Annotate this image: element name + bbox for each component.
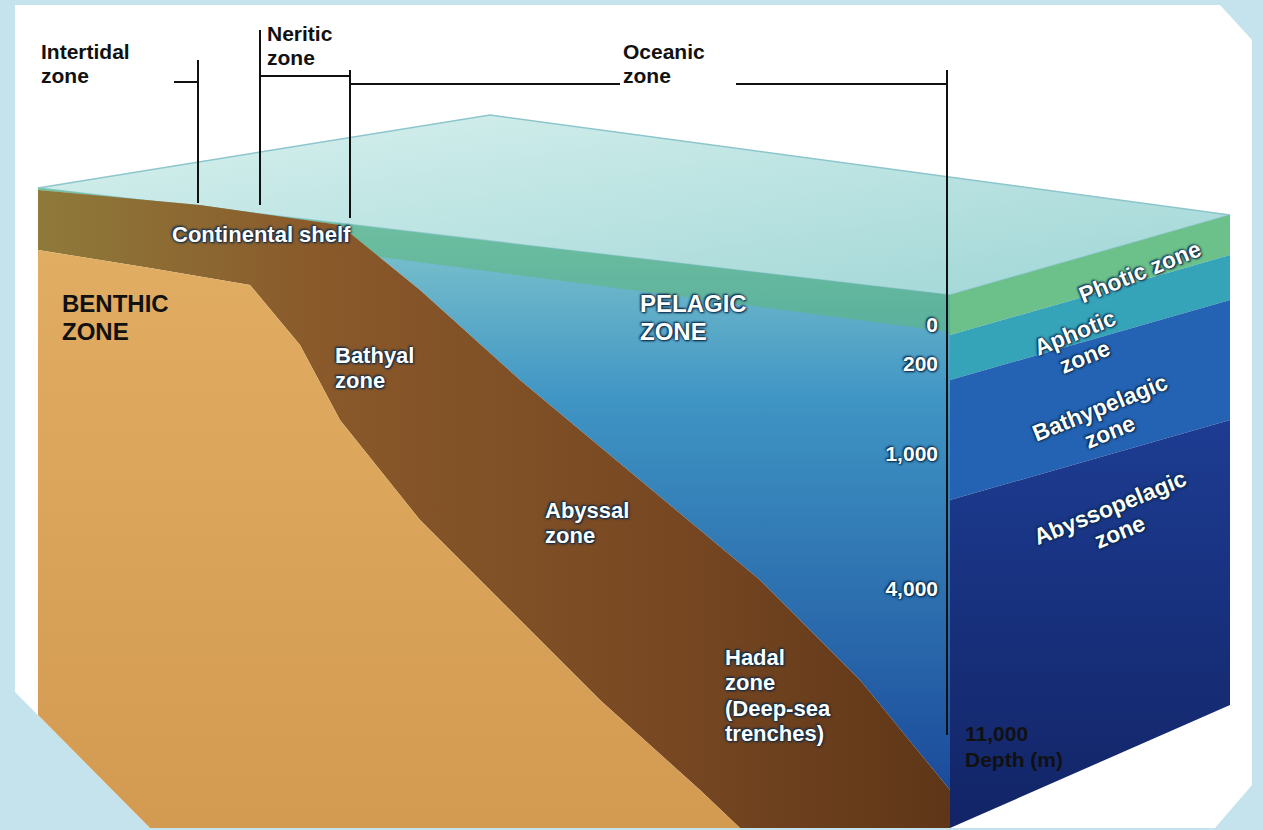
zone-label: Oceanic zone [620, 40, 736, 88]
depth-value: 200 [903, 352, 938, 376]
zone-label: Neritic zone [264, 22, 354, 70]
region-label: BENTHIC ZONE [62, 290, 212, 345]
white-panel [15, 5, 1252, 828]
depth-value: 1,000 [885, 442, 938, 466]
zone-label: Hadal zone (Deep-sea trenches) [725, 645, 837, 746]
region-label: PELAGIC ZONE [640, 290, 790, 345]
neritic-bracket [260, 75, 350, 77]
zone-label: Intertidal zone [38, 40, 174, 88]
oceanic-marker [946, 70, 948, 735]
neritic-marker [259, 30, 261, 205]
abyssopelagic-band [950, 420, 1230, 828]
seafloor-surface [38, 190, 950, 828]
depth-value: 0 [926, 313, 938, 337]
intertidal-marker [197, 60, 199, 203]
depth-value: 11,000 [965, 722, 1028, 746]
zone-label: Bathyal zone [335, 343, 435, 394]
zone-label: Abyssal zone [545, 498, 655, 549]
depth-value: 4,000 [885, 577, 938, 601]
land-cross-section [38, 250, 740, 828]
axis-label: Depth (m) [965, 748, 1063, 772]
feature-label: Continental shelf [172, 222, 350, 247]
